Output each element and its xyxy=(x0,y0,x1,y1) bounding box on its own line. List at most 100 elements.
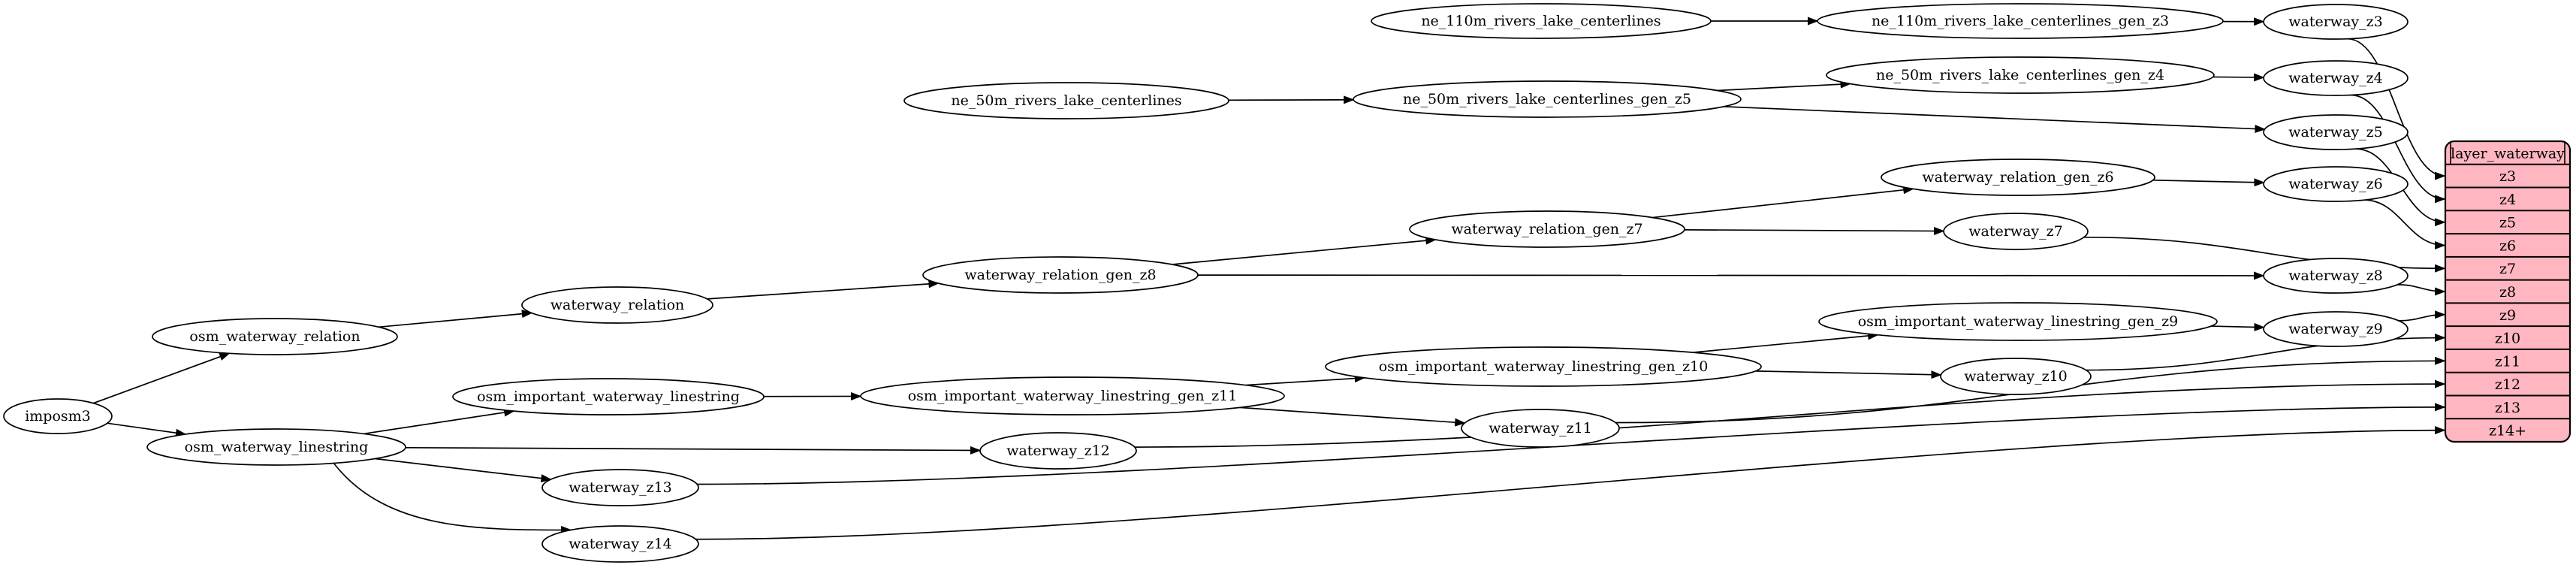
node-ne-50m-rivers-lake-centerlines: ne_50m_rivers_lake_centerlines xyxy=(903,82,1229,119)
node-ellipse-ne-110m-rivers-lake-centerlines xyxy=(1371,3,1712,39)
table-title: layer_waterway xyxy=(2451,145,2565,162)
node-waterway-z10: waterway_z10 xyxy=(1940,358,2092,395)
node-waterway-z6: waterway_z6 xyxy=(2263,166,2409,202)
node-waterway-z14: waterway_z14 xyxy=(541,525,699,563)
node-label-waterway-z13: waterway_z13 xyxy=(569,479,672,496)
node-osm-important-waterway-linestring-gen-z9: osm_important_waterway_linestring_gen_z9 xyxy=(1818,302,2218,341)
node-waterway-relation: waterway_relation xyxy=(521,286,713,324)
node-ellipse-waterway-z9 xyxy=(2263,311,2409,347)
node-label-waterway-relation-gen-z7: waterway_relation_gen_z7 xyxy=(1451,221,1642,237)
node-label-ne-50m-rivers-lake-centerlines-gen-z5: ne_50m_rivers_lake_centerlines_gen_z5 xyxy=(1403,91,1691,107)
edges-layer xyxy=(92,17,2446,540)
node-ne-50m-rivers-lake-centerlines-gen-z4: ne_50m_rivers_lake_centerlines_gen_z4 xyxy=(1826,56,2215,94)
node-ellipse-osm-important-waterway-linestring-gen-z9 xyxy=(1818,302,2218,341)
edge-osm-waterway-linestring-to-waterway-z14 xyxy=(333,462,572,534)
node-waterway-z5: waterway_z5 xyxy=(2263,114,2409,150)
node-ellipse-osm-waterway-relation xyxy=(152,318,398,355)
node-osm-important-waterway-linestring-gen-z11: osm_important_waterway_linestring_gen_z1… xyxy=(860,376,1285,415)
table-row-z7: z7 xyxy=(2499,261,2516,277)
node-ellipse-imposm3 xyxy=(3,398,113,434)
node-label-waterway-z8: waterway_z8 xyxy=(2288,267,2382,284)
node-ellipse-osm-important-waterway-linestring-gen-z10 xyxy=(1325,346,1762,387)
node-ellipse-waterway-z6 xyxy=(2263,166,2409,202)
edge-osm-waterway-relation-to-waterway-relation xyxy=(379,310,533,328)
edge-osm-important-waterway-linestring-gen-z10-to-osm-important-waterway-linestring-gen-z9 xyxy=(1693,331,1879,353)
node-ellipse-waterway-z4 xyxy=(2263,60,2409,96)
node-waterway-z7: waterway_z7 xyxy=(1943,213,2089,250)
node-ellipse-waterway-z13 xyxy=(541,469,699,506)
edge-waterway-z12-to-row-z12 xyxy=(1134,379,2446,448)
node-waterway-z8: waterway_z8 xyxy=(2263,258,2409,294)
edge-ne-50m-rivers-lake-centerlines-to-ne-50m-rivers-lake-centerlines-gen-z5 xyxy=(1228,95,1355,104)
node-label-waterway-z7: waterway_z7 xyxy=(1968,223,2062,240)
edge-osm-important-waterway-linestring-gen-z9-to-waterway-z9 xyxy=(2211,322,2265,331)
edge-waterway-relation-to-waterway-relation-gen-z8 xyxy=(707,279,940,300)
edge-osm-important-waterway-linestring-gen-z10-to-waterway-z10 xyxy=(1755,370,1942,379)
edge-waterway-z4-to-row-z4 xyxy=(2351,94,2446,204)
edge-waterway-z10-to-row-z10 xyxy=(2086,334,2446,371)
table-row-z10: z10 xyxy=(2495,331,2520,347)
edge-osm-important-waterway-linestring-gen-z11-to-osm-important-waterway-linestring-gen-z10 xyxy=(1245,374,1366,386)
node-waterway-relation-gen-z7: waterway_relation_gen_z7 xyxy=(1409,210,1685,248)
edge-imposm3-to-osm-waterway-linestring xyxy=(107,422,187,437)
node-label-waterway-z14: waterway_z14 xyxy=(569,536,672,552)
edge-osm-waterway-linestring-to-waterway-z13 xyxy=(375,458,552,483)
node-label-ne-50m-rivers-lake-centerlines: ne_50m_rivers_lake_centerlines xyxy=(951,92,1181,109)
node-label-waterway-relation-gen-z6: waterway_relation_gen_z6 xyxy=(1922,169,2113,186)
node-ellipse-ne-50m-rivers-lake-centerlines-gen-z5 xyxy=(1353,80,1742,118)
edge-ne-50m-rivers-lake-centerlines-gen-z5-to-waterway-z5 xyxy=(1724,106,2266,133)
node-ellipse-waterway-z5 xyxy=(2263,114,2409,150)
node-ellipse-waterway-z11 xyxy=(1461,409,1620,448)
layer-waterway-table: layer_waterwayz3z4z5z6z7z8z9z10z11z12z13… xyxy=(2444,140,2571,443)
node-waterway-z12: waterway_z12 xyxy=(979,432,1137,470)
node-label-waterway-z9: waterway_z9 xyxy=(2288,321,2382,337)
edge-osm-waterway-linestring-to-waterway-z12 xyxy=(405,446,982,455)
table-row-z13: z13 xyxy=(2495,400,2520,416)
edge-waterway-z14-to-row-z14 xyxy=(695,426,2446,540)
node-label-osm-important-waterway-linestring-gen-z10: osm_important_waterway_linestring_gen_z1… xyxy=(1379,358,1709,375)
node-ellipse-waterway-z8 xyxy=(2263,258,2409,294)
node-label-imposm3: imposm3 xyxy=(25,408,91,425)
node-osm-important-waterway-linestring-gen-z10: osm_important_waterway_linestring_gen_z1… xyxy=(1325,346,1762,387)
node-label-waterway-z3: waterway_z3 xyxy=(2288,14,2382,30)
node-waterway-z4: waterway_z4 xyxy=(2263,60,2409,96)
node-ellipse-waterway-z3 xyxy=(2263,4,2409,40)
edge-waterway-relation-gen-z8-to-waterway-relation-gen-z7 xyxy=(1172,236,1437,265)
node-ellipse-osm-important-waterway-linestring xyxy=(452,378,765,415)
node-ellipse-ne-50m-rivers-lake-centerlines-gen-z4 xyxy=(1826,56,2215,94)
node-label-osm-important-waterway-linestring-gen-z11: osm_important_waterway_linestring_gen_z1… xyxy=(908,388,1238,404)
node-osm-waterway-relation: osm_waterway_relation xyxy=(152,318,398,355)
node-waterway-z13: waterway_z13 xyxy=(541,469,699,506)
table-row-z11: z11 xyxy=(2495,353,2520,370)
node-label-waterway-z6: waterway_z6 xyxy=(2288,176,2382,192)
node-label-waterway-relation: waterway_relation xyxy=(550,297,685,313)
node-ne-110m-rivers-lake-centerlines: ne_110m_rivers_lake_centerlines xyxy=(1371,3,1712,39)
table-outline xyxy=(2444,140,2571,443)
node-label-waterway-z4: waterway_z4 xyxy=(2288,70,2382,86)
table-row-z3: z3 xyxy=(2499,168,2516,185)
node-label-waterway-z12: waterway_z12 xyxy=(1006,443,1110,459)
node-label-osm-important-waterway-linestring: osm_important_waterway_linestring xyxy=(477,388,740,405)
node-label-waterway-z11: waterway_z11 xyxy=(1489,420,1592,437)
edge-waterway-relation-gen-z8-to-waterway-z8 xyxy=(1197,271,2265,280)
edge-waterway-z6-to-row-z6 xyxy=(2363,199,2446,249)
edge-waterway-relation-gen-z6-to-waterway-z6 xyxy=(2152,178,2265,187)
node-label-ne-110m-rivers-lake-centerlines: ne_110m_rivers_lake_centerlines xyxy=(1421,13,1661,29)
edge-ne-50m-rivers-lake-centerlines-gen-z5-to-ne-50m-rivers-lake-centerlines-gen-z4 xyxy=(1717,80,1852,92)
node-osm-important-waterway-linestring: osm_important_waterway_linestring xyxy=(452,378,765,415)
edge-waterway-relation-gen-z7-to-waterway-relation-gen-z6 xyxy=(1652,186,1914,219)
node-ellipse-waterway-relation-gen-z7 xyxy=(1409,210,1685,248)
edge-osm-important-waterway-linestring-gen-z11-to-waterway-z11 xyxy=(1239,406,1466,427)
node-ellipse-waterway-z10 xyxy=(1940,358,2092,395)
table-row-z5: z5 xyxy=(2499,215,2516,231)
table-row-z4: z4 xyxy=(2499,192,2516,208)
node-waterway-z9: waterway_z9 xyxy=(2263,311,2409,347)
node-imposm3: imposm3 xyxy=(3,398,113,434)
edge-imposm3-to-osm-waterway-relation xyxy=(92,352,231,404)
node-ellipse-ne-110m-rivers-lake-centerlines-gen-z3 xyxy=(1817,3,2224,39)
edge-osm-waterway-linestring-to-osm-important-waterway-linestring xyxy=(363,408,515,435)
node-label-osm-waterway-relation: osm_waterway_relation xyxy=(189,328,360,345)
node-ellipse-waterway-relation-gen-z6 xyxy=(1881,159,2155,196)
